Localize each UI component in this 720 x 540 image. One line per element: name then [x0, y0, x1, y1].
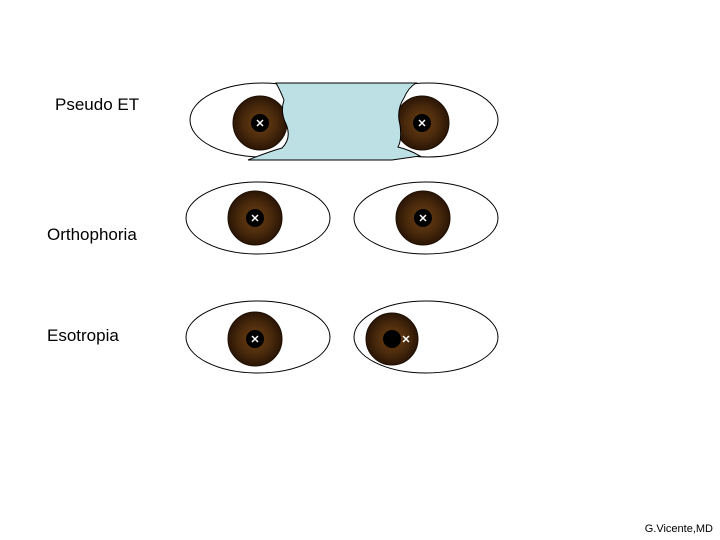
esotropia-right-eye [353, 300, 499, 374]
row-label-esotropia: Esotropia [47, 326, 119, 345]
esotropia-left-eye [185, 300, 331, 374]
epicanthal-fold-overlay [247, 82, 422, 161]
row-label-pseudo-et: Pseudo ET [55, 95, 140, 114]
row-label-orthophoria: Orthophoria [47, 225, 137, 244]
orthophoria-right-eye [353, 181, 499, 255]
author-credit: G.Vicente,MD [644, 523, 713, 535]
esotropia-row [185, 300, 499, 374]
pseudo-et-row [189, 82, 499, 161]
orthophoria-row [185, 181, 499, 255]
orthophoria-left-eye [185, 181, 331, 255]
